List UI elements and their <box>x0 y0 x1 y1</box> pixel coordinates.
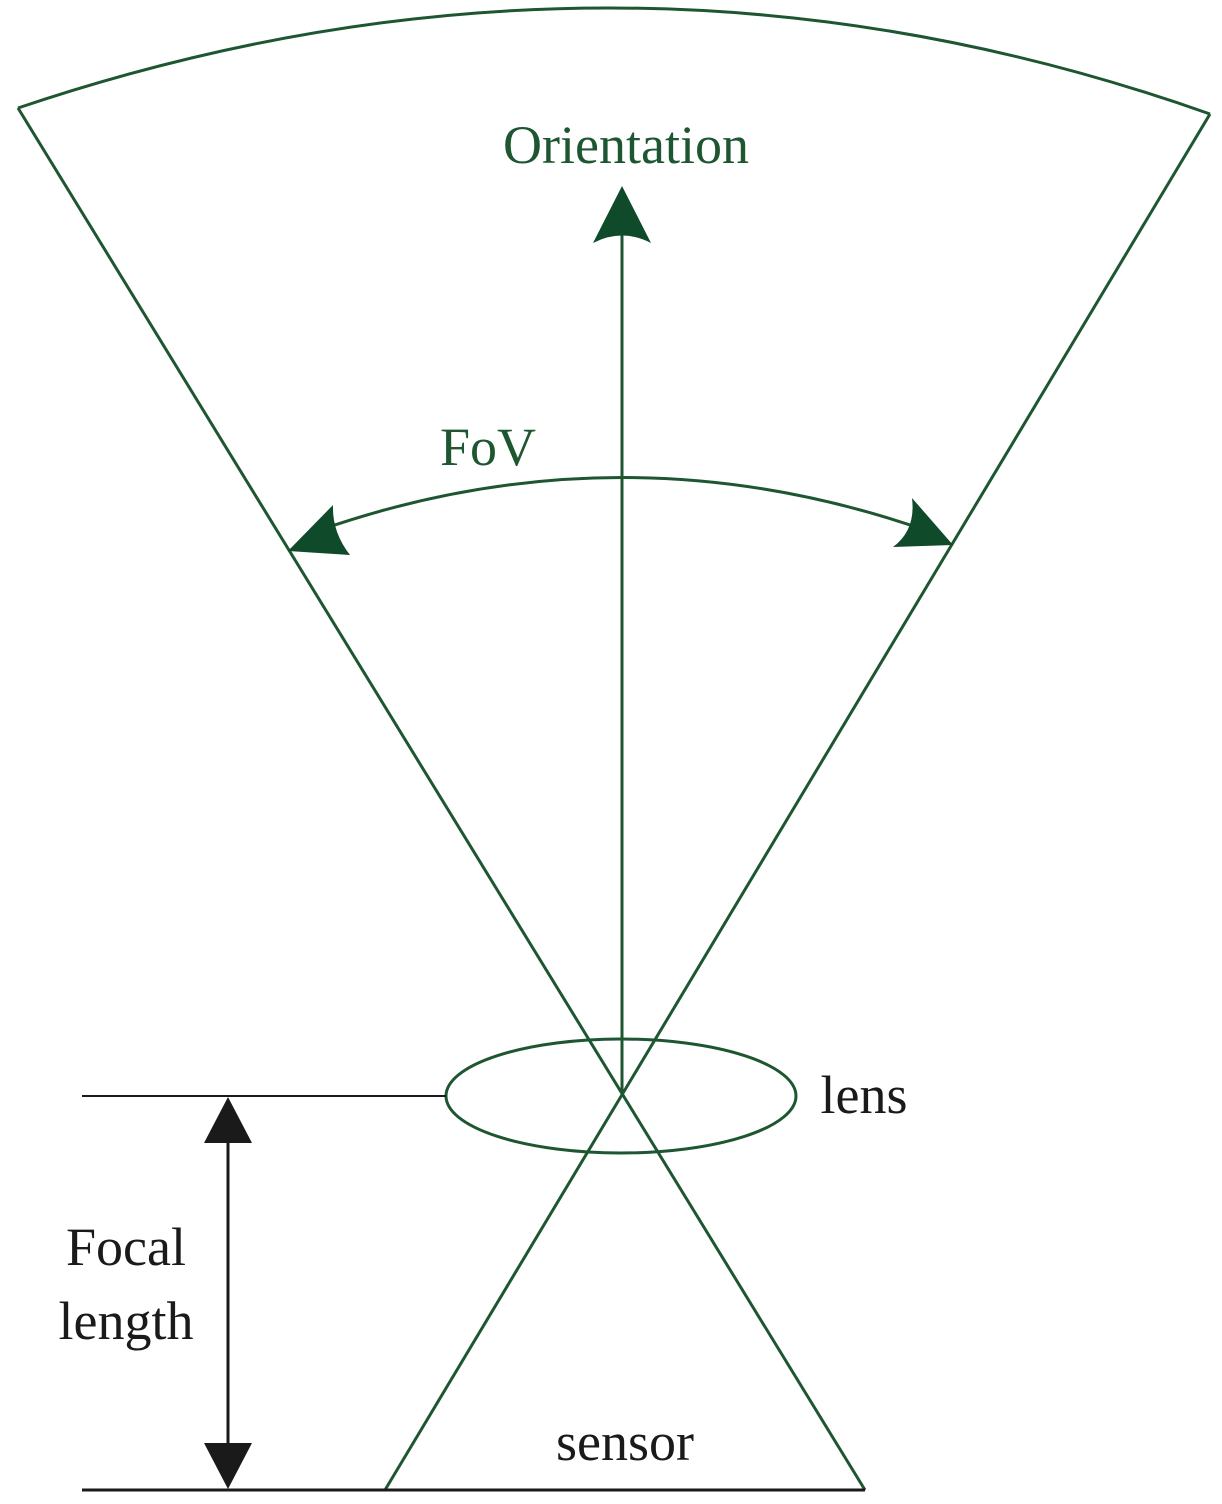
focal-length-arrow <box>204 1097 252 1489</box>
fov-arc-arrow <box>288 476 953 555</box>
orientation-label: Orientation <box>503 115 749 175</box>
fov-sector <box>16 6 1212 1491</box>
orientation-arrow <box>593 186 651 1095</box>
fov-outer-arc <box>17 6 1211 116</box>
fov-left-edge <box>16 107 867 1491</box>
fov-arc-left-head <box>288 505 350 555</box>
focal-length-label-line1: Focal <box>66 1217 186 1277</box>
sensor-label: sensor <box>556 1412 694 1472</box>
focal-length-bottom-head <box>204 1443 252 1489</box>
focal-length-label-line2: length <box>59 1291 194 1351</box>
fov-arc <box>319 476 926 532</box>
orientation-arrow-head <box>593 186 651 243</box>
lens-label: lens <box>821 1065 908 1125</box>
fov-label: FoV <box>440 417 536 477</box>
fov-right-edge <box>383 113 1212 1491</box>
fov-arc-right-head <box>893 498 953 547</box>
focal-length-top-head <box>204 1097 252 1143</box>
